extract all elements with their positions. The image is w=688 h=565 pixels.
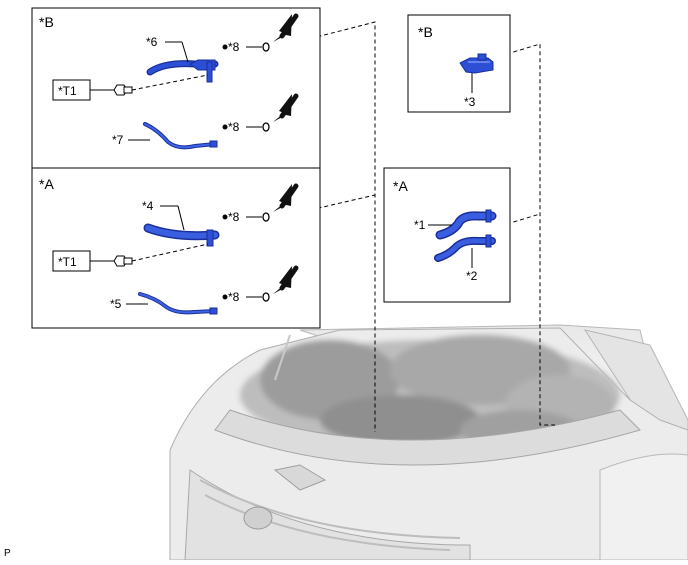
small-dot-icon [222, 44, 228, 50]
small-dot-icon [222, 214, 228, 220]
panel-lower-left [31, 167, 321, 329]
figure-code: P [4, 548, 11, 559]
callout-2-label: *2 [466, 269, 478, 283]
hose-assembly-1-2 [434, 209, 497, 262]
torque-tag-label: *T1 [58, 84, 77, 98]
torque-tag-label: *T1 [58, 255, 77, 269]
hose-part-5 [138, 292, 218, 315]
panel-right-mid-title: *A [393, 178, 408, 194]
hose-part-6 [146, 59, 219, 83]
callout-8-label-c: *8 [228, 210, 240, 224]
small-dot-icon [222, 124, 228, 130]
connector-part-3 [459, 53, 494, 74]
small-dot-icon [222, 294, 228, 300]
callout-7-label: *7 [112, 133, 124, 147]
callout-4-label: *4 [142, 199, 154, 213]
callout-8-label-b: *8 [228, 120, 240, 134]
callout-6-label: *6 [146, 35, 158, 49]
bolt-icon [113, 255, 133, 267]
vehicle-engine-bay [169, 324, 688, 561]
hose-part-4 [143, 223, 220, 247]
bolt-icon [113, 84, 133, 96]
gasket-ring-icon [262, 212, 270, 222]
callout-5-label: *5 [110, 297, 122, 311]
attention-arrow-icon [273, 94, 292, 122]
gasket-ring-icon [262, 292, 270, 302]
attention-arrow-icon [273, 14, 292, 42]
panel-upper-left-title: *B [39, 14, 54, 30]
dashed-leader-lines [296, 21, 555, 432]
gasket-ring-icon [262, 42, 270, 52]
callout-1-label: *1 [414, 218, 426, 232]
gasket-ring-icon [262, 122, 270, 132]
panel-right-top-title: *B [418, 24, 433, 40]
hose-part-7 [143, 122, 218, 150]
attention-arrow-icon [279, 13, 299, 39]
attention-arrow-icon [273, 266, 292, 294]
attention-arrow-icon [273, 184, 292, 212]
callout-8-label-d: *8 [228, 290, 240, 304]
panel-lower-left-title: *A [39, 176, 54, 192]
callout-8-label-a: *8 [228, 40, 240, 54]
callout-3-label: *3 [464, 95, 476, 109]
